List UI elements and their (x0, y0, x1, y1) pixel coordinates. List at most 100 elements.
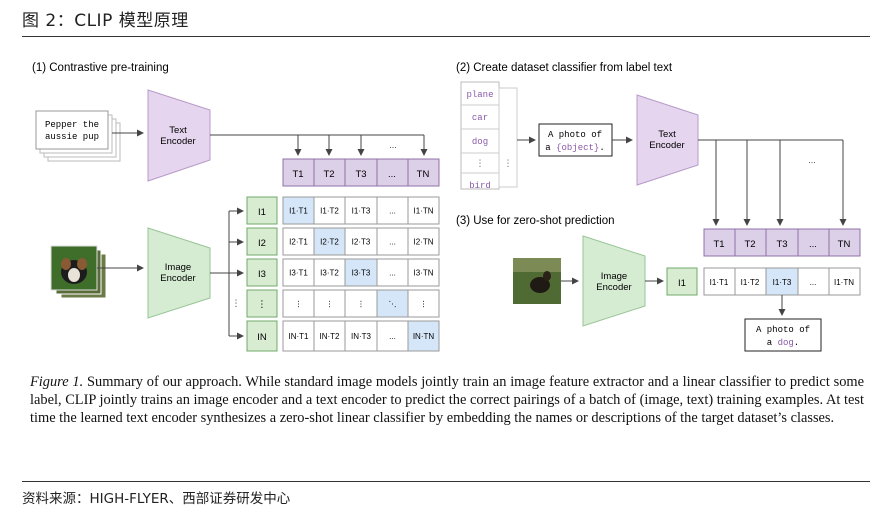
matrix-cell (344, 196, 378, 225)
top-rule (22, 36, 870, 37)
matrix-cell-label: I2·TN (414, 238, 434, 247)
matrix-cell-label: ... (389, 207, 396, 216)
matrix-cell-label: ⋮ (357, 300, 365, 309)
label-vdots-side: ⋮ (504, 158, 513, 168)
matrix-cell-label: I2·T3 (352, 238, 371, 247)
i-embedding-vdots: ⋮ (257, 299, 267, 310)
text-encoder-2-line1: Text (658, 129, 676, 140)
t-embedding-3: T3 (355, 169, 366, 180)
prompt-template-box: A photo of a {object}. (538, 123, 613, 157)
text-embedding-row-2: T1 T2 T3 ... TN (703, 228, 861, 257)
t-embedding-n: TN (417, 169, 430, 180)
matrix-cell-label: I3·T2 (320, 269, 339, 278)
label-plane: plane (466, 90, 493, 100)
section1-title: (1) Contrastive pre-training (32, 62, 169, 74)
section3-title: (3) Use for zero-shot prediction (456, 215, 615, 227)
i-embedding-2: I2 (258, 238, 266, 249)
score-i1-tn: I1·TN (834, 278, 854, 287)
matrix-cell (407, 258, 440, 287)
matrix-cell (407, 320, 440, 352)
matrix-cell-label: I2·T2 (320, 238, 339, 247)
t2-embedding-3: T3 (776, 239, 787, 250)
arrow-vdots-1: ⋮ (232, 298, 241, 308)
matrix-cell (313, 227, 346, 256)
matrix-cell (376, 289, 409, 318)
matrix-cell-label: I1·T1 (289, 207, 308, 216)
text-encoder-1: Text Encoder (147, 89, 211, 182)
image-encoder-2-line2: Encoder (596, 282, 631, 293)
matrix-cell-label: ⋮ (326, 300, 334, 309)
matrix-cell-label: IN·TN (413, 332, 435, 341)
matrix-cell (344, 320, 378, 352)
image-encoder-1-line1: Image (165, 262, 191, 273)
matrix-cell-label: ... (389, 332, 396, 341)
matrix-cell-label: IN·T3 (351, 332, 372, 341)
caption-label: Figure 1. (30, 374, 84, 390)
matrix-cell (282, 227, 315, 256)
text-encoder-2-line2: Encoder (649, 140, 684, 151)
matrix-cell-label: ... (389, 238, 396, 247)
matrix-cell-label: I1·TN (414, 207, 434, 216)
source-note: 资料来源：HIGH-FLYER、西部证券研发中心 (22, 491, 291, 507)
clip-diagram: (1) Contrastive pre-training (2) Create … (32, 62, 861, 352)
template-line1: A photo of (548, 130, 602, 140)
caption-text: Summary of our approach. While standard … (30, 374, 864, 426)
t2-embedding-n: TN (838, 239, 851, 250)
matrix-cell-label: I2·T1 (289, 238, 308, 247)
zero-shot-score-row: I1·T1 I1·T2 I1·T3 ... I1·TN (703, 267, 861, 296)
image-encoder-2-line1: Image (601, 271, 627, 282)
matrix-cell-label: IN·T1 (289, 332, 310, 341)
label-dog: dog (472, 137, 488, 147)
arrow-ellipsis-2: ... (808, 155, 816, 165)
matrix-cell-label: I3·T3 (352, 269, 371, 278)
text-encoder-1-line1: Text (169, 125, 187, 136)
matrix-cell (407, 289, 440, 318)
input-text-card: Pepper the aussie pup (35, 110, 121, 162)
figure-caption: Figure 1. Summary of our approach. While… (30, 373, 864, 427)
input-image-stack (50, 245, 107, 299)
matrix-cell-label: I3·TN (414, 269, 434, 278)
i-embedding-1: I1 (258, 207, 266, 218)
score-i1-t1: I1·T1 (710, 278, 729, 287)
i-embedding-3: I3 (258, 269, 266, 280)
t-embedding-1: T1 (292, 169, 303, 180)
t2-embedding-2: T2 (744, 239, 755, 250)
matrix-cell-label: I1·T3 (352, 207, 371, 216)
t-embedding-ellipsis: ... (388, 169, 396, 180)
label-vdots: ⋮ (476, 158, 485, 168)
similarity-matrix: I1·T1 I1·T2 I1·T3... I1·TN I2·T1 I2·T2 I2·T3..… (282, 196, 440, 352)
t2-embedding-1: T1 (713, 239, 724, 250)
matrix-cell (407, 196, 440, 225)
section2-title: (2) Create dataset classifier from label… (456, 62, 673, 74)
matrix-cell-label: ⋮ (295, 300, 303, 309)
label-bird: bird (469, 181, 491, 191)
score-ellipsis: ... (810, 278, 817, 287)
matrix-cell-label: I1·T2 (320, 207, 339, 216)
image-encoder-1-line2: Encoder (160, 273, 195, 284)
matrix-cell (407, 227, 440, 256)
matrix-cell (313, 196, 346, 225)
text-encoder-2: Text Encoder (636, 94, 699, 186)
image-embedding-column-1: I1 I2 I3 ⋮ IN (246, 196, 278, 352)
arrow-ellipsis-1: ... (389, 140, 397, 150)
input-text-line1: Pepper the (45, 120, 99, 130)
matrix-cell-label: ⋱ (389, 300, 397, 309)
matrix-cell (313, 258, 346, 287)
i-embedding-n: IN (257, 332, 267, 343)
zero-shot-image (513, 258, 561, 304)
image-encoder-1: Image Encoder (147, 227, 211, 319)
figure-heading: 图 2：CLIP 模型原理 (22, 11, 189, 31)
matrix-cell (344, 258, 378, 287)
prediction-line1: A photo of (756, 325, 810, 335)
class-label-list: plane car dog ⋮ ⋮ bird (460, 81, 518, 191)
matrix-cell (282, 196, 315, 225)
prediction-line2: a dog. (767, 338, 799, 348)
matrix-cell (282, 289, 315, 318)
matrix-cell (376, 320, 409, 352)
matrix-cell (376, 258, 409, 287)
image-encoder-2: Image Encoder (582, 235, 646, 327)
matrix-cell-label: IN·T2 (320, 332, 341, 341)
t-embedding-2: T2 (323, 169, 334, 180)
score-i1-t2: I1·T2 (741, 278, 760, 287)
matrix-cell-label: I3·T1 (289, 269, 308, 278)
